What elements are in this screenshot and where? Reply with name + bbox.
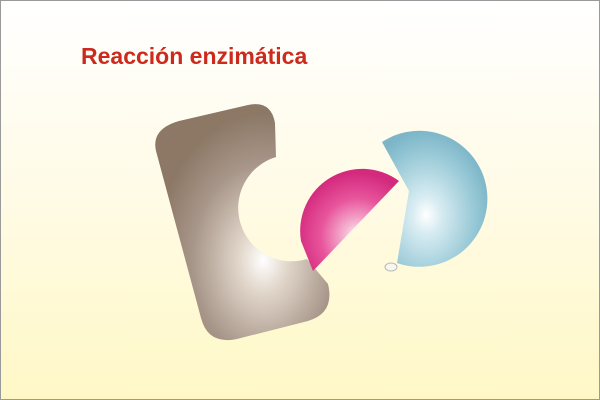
diagram-title: Reacción enzimática	[81, 43, 308, 69]
enzyme-shape	[155, 104, 330, 341]
product-droplet-shape	[384, 262, 398, 272]
substrate-blue-shape	[382, 130, 488, 267]
substrate-pink-shape	[300, 168, 399, 271]
